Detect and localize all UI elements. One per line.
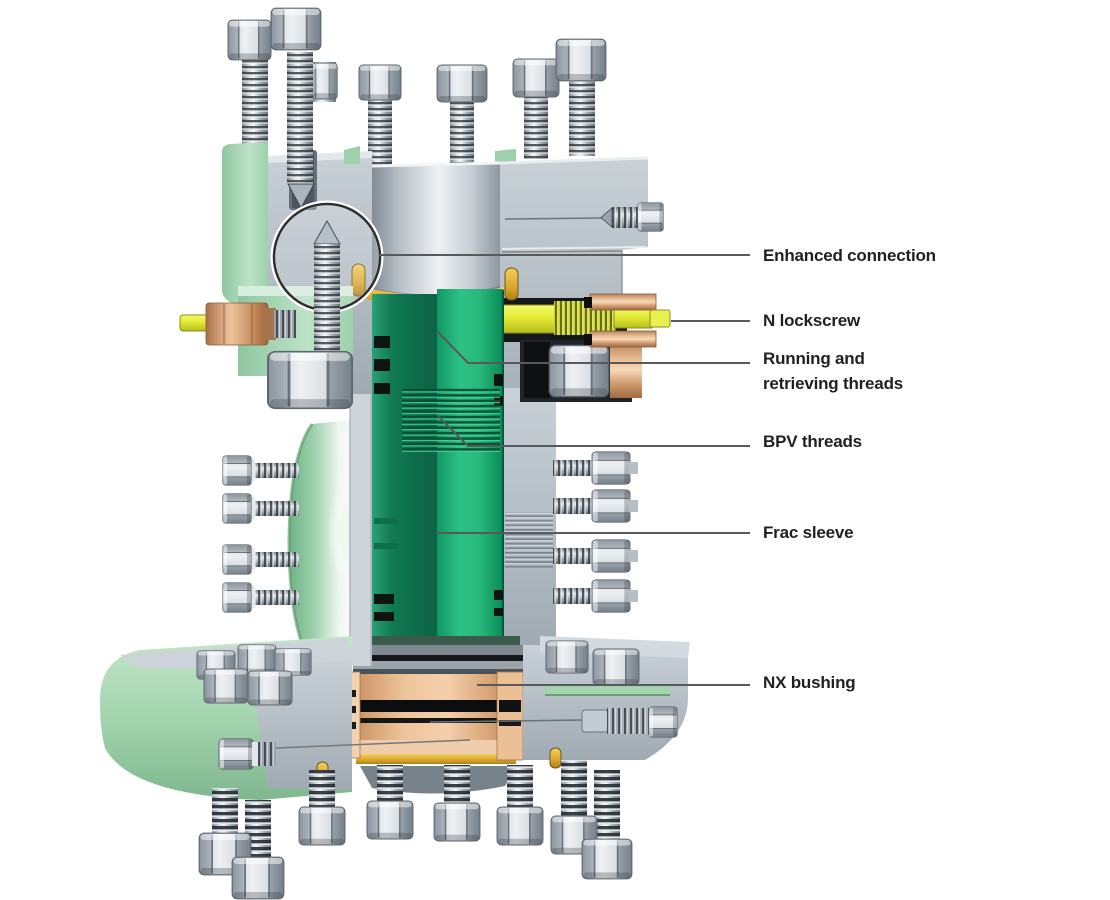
right-body-column xyxy=(503,388,556,650)
side-stud xyxy=(553,489,638,523)
lockscrew-tip xyxy=(649,309,671,328)
label-frac-sleeve: Frac sleeve xyxy=(763,523,854,542)
gold-pin xyxy=(549,747,562,769)
n-lockscrew-assembly xyxy=(489,293,671,402)
bottom-studs xyxy=(198,760,633,900)
top-neck-cylinder xyxy=(371,161,501,299)
stud-with-pointed-tip xyxy=(287,52,315,210)
bottom-flange xyxy=(100,636,690,800)
port-bolt-head xyxy=(637,202,664,232)
stud xyxy=(309,770,335,812)
stud xyxy=(212,788,238,838)
lockscrew-nut xyxy=(266,350,354,410)
lockscrew-tip xyxy=(179,314,209,332)
stud-nut xyxy=(270,7,322,51)
leader-bpv-threads xyxy=(437,415,750,447)
stud xyxy=(227,19,272,153)
copper-gland xyxy=(205,302,269,346)
leader-lines xyxy=(379,254,750,686)
body-bore-threads xyxy=(505,512,553,568)
side-stud xyxy=(222,455,299,486)
side-stud xyxy=(553,539,638,573)
body-cut-wall xyxy=(350,394,372,666)
side-stud xyxy=(553,451,638,485)
frac-sleeve-part xyxy=(372,289,504,652)
side-stud xyxy=(553,579,638,613)
side-studs-left xyxy=(222,455,299,613)
top-studs xyxy=(227,7,607,170)
side-stud xyxy=(222,493,299,524)
gold-pin xyxy=(351,263,366,297)
side-studs-right xyxy=(553,451,638,613)
stud xyxy=(594,770,620,844)
stud xyxy=(512,58,560,159)
stud xyxy=(245,800,271,862)
stud xyxy=(555,38,607,156)
gold-pin xyxy=(504,267,519,301)
nx-bushing-part xyxy=(347,636,524,794)
detail-circle xyxy=(270,200,384,352)
label-n-lockscrew: N lockscrew xyxy=(763,311,861,330)
label-enhanced-connection: Enhanced connection xyxy=(763,246,936,265)
leader-running-threads xyxy=(437,331,750,364)
gland-copper xyxy=(589,293,657,311)
port-passage-line xyxy=(504,217,603,220)
side-stud xyxy=(222,544,299,575)
stud xyxy=(561,760,587,821)
side-stud xyxy=(222,582,299,613)
jack-bolt-head xyxy=(218,738,254,770)
stud xyxy=(444,765,470,808)
stud xyxy=(436,64,488,168)
stud xyxy=(308,62,338,102)
mid-flange-left xyxy=(287,420,354,666)
stud xyxy=(377,765,403,806)
label-bpv-threads: BPV threads xyxy=(763,432,862,451)
label-nx-bushing: NX bushing xyxy=(763,673,856,692)
bpv-threads-part xyxy=(402,388,500,452)
label-running-retrieving-threads: Running and retrieving threads xyxy=(763,349,904,393)
stud xyxy=(507,765,533,812)
